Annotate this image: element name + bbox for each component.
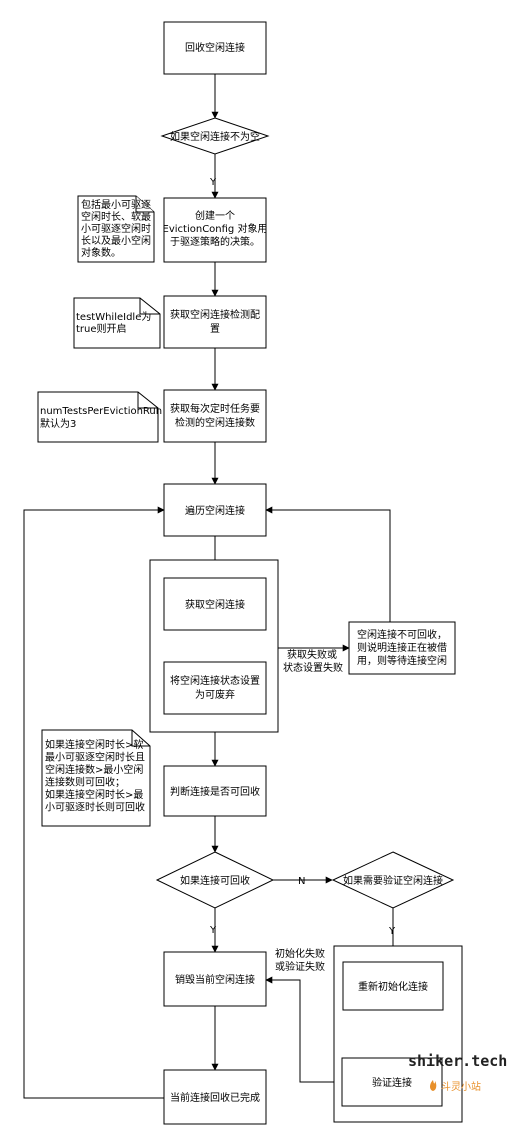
note-eviction-config bbox=[77, 195, 155, 263]
decision-can-recycle bbox=[155, 851, 275, 909]
edge-label-y-idle: Y bbox=[209, 177, 217, 188]
watermark-sub: 斗灵小站 bbox=[441, 1080, 481, 1093]
label-n-get-idle-config: 获取空闲连接检测配置 bbox=[170, 308, 260, 335]
label-d-can-recycle: 如果连接可回收 bbox=[180, 874, 250, 887]
node-recycle-idle bbox=[163, 21, 267, 75]
label-line: 则说明连接正在被借 bbox=[357, 641, 447, 654]
edge-cannot-recycle-to-traverse bbox=[265, 506, 391, 622]
label-n-reinit: 重新初始化连接 bbox=[358, 980, 428, 993]
label-line: 用，则等待连接空闲 bbox=[357, 654, 447, 667]
label-line: 如果连接可回收 bbox=[180, 874, 250, 887]
edge-label-fail-init-1: 初始化失败 bbox=[275, 947, 325, 960]
label-line: 包括最小可驱逐 bbox=[81, 198, 151, 211]
label-line: 重新初始化连接 bbox=[358, 980, 428, 993]
label-n-cannot-recycle: 空闲连接不可回收，则说明连接正在被借用，则等待连接空闲 bbox=[357, 628, 447, 667]
label-line: testWhileIdle为 bbox=[76, 311, 151, 323]
edge-label-y-can-recycle: Y bbox=[209, 925, 217, 936]
edge-validate-fail-to-destroy bbox=[265, 976, 342, 1083]
node-traverse-idle bbox=[163, 483, 267, 537]
label-n-get-idle-conn: 获取空闲连接 bbox=[185, 598, 245, 611]
label-line: 如果需要验证空闲连接 bbox=[343, 874, 443, 887]
node-cannot-recycle bbox=[348, 621, 456, 675]
label-line: 检测的空闲连接数 bbox=[175, 416, 255, 429]
edge-done-loop-to-traverse bbox=[23, 506, 165, 1099]
label-line: 长以及最小空闲 bbox=[81, 234, 151, 247]
label-line: 判断连接是否可回收 bbox=[170, 785, 260, 798]
node-create-eviction-config bbox=[163, 197, 267, 263]
node-get-num-tests bbox=[163, 389, 267, 443]
label-line: 当前连接回收已完成 bbox=[170, 1091, 260, 1104]
node-judge-recyclable bbox=[163, 765, 267, 817]
label-line: true则开启 bbox=[76, 322, 127, 335]
label-line: 验证连接 bbox=[372, 1076, 412, 1089]
label-line: 获取每次定时任务要 bbox=[170, 402, 260, 415]
label-line: 如果空闲连接不为空 bbox=[170, 130, 260, 143]
label-d-idle-not-empty: 如果空闲连接不为空 bbox=[170, 130, 260, 143]
label-n-recycle: 回收空闲连接 bbox=[185, 41, 245, 54]
label-line: 空闲连接不可回收， bbox=[357, 628, 447, 641]
label-line: 连接数则可回收； bbox=[45, 776, 125, 789]
flame-icon bbox=[430, 1080, 437, 1091]
edge-label-fail-init-2: 或验证失败 bbox=[275, 960, 325, 973]
label-line: 小可驱逐空闲时 bbox=[81, 222, 151, 235]
node-get-idle-config bbox=[163, 295, 267, 349]
label-line: 如果连接空闲时长>最 bbox=[45, 788, 143, 801]
label-n-validate: 验证连接 bbox=[372, 1076, 412, 1089]
edge-label-fail-get-set-2: 状态设置失败 bbox=[283, 661, 343, 674]
label-line: 获取空闲连接检测配 bbox=[170, 308, 260, 321]
decision-need-validate bbox=[331, 851, 455, 909]
node-reinit-conn bbox=[342, 961, 444, 1011]
label-line: 如果连接空闲时长>软 bbox=[45, 738, 143, 751]
note-num-tests bbox=[37, 391, 159, 443]
label-line: 空闲时长、软最 bbox=[81, 210, 151, 223]
node-destroy-conn bbox=[163, 951, 267, 1007]
watermark-site: shiker.tech bbox=[408, 1052, 507, 1070]
label-line: 回收空闲连接 bbox=[185, 41, 245, 54]
note-recycle-rule bbox=[41, 729, 151, 827]
label-n-judge: 判断连接是否可回收 bbox=[170, 785, 260, 798]
label-n-get-num-tests: 获取每次定时任务要检测的空闲连接数 bbox=[170, 402, 260, 429]
node-recycle-done bbox=[163, 1069, 267, 1125]
label-n-destroy: 销毁当前空闲连接 bbox=[175, 973, 255, 986]
edge-label-y-need-validate: Y bbox=[388, 926, 396, 937]
node-get-idle-conn bbox=[163, 577, 267, 631]
label-line: 小可驱逐时长则可回收 bbox=[45, 801, 145, 814]
label-line: 默认为3 bbox=[40, 417, 76, 430]
label-line: 置 bbox=[210, 323, 220, 335]
label-n-traverse: 遍历空闲连接 bbox=[185, 504, 245, 517]
label-line: numTestsPerEvictionRun bbox=[40, 406, 162, 417]
node-validate-conn bbox=[341, 1057, 443, 1107]
label-note-recycle-rule: 如果连接空闲时长>软最小可驱逐空闲时长且空闲连接数>最小空闲连接数则可回收；如果… bbox=[45, 738, 145, 814]
label-line: 创建一个 bbox=[195, 209, 235, 222]
label-line: 于驱逐策略的决策。 bbox=[170, 235, 260, 248]
node-set-abandon-state bbox=[163, 661, 267, 715]
label-note-eviction-config: 包括最小可驱逐空闲时长、软最小可驱逐空闲时长以及最小空闲对象数。 bbox=[81, 198, 151, 259]
label-line: EvictionConfig 对象用 bbox=[163, 222, 268, 235]
decision-idle-not-empty bbox=[160, 117, 270, 155]
label-line: 获取空闲连接 bbox=[185, 598, 245, 611]
label-line: 销毁当前空闲连接 bbox=[175, 973, 255, 986]
annotation-notes bbox=[37, 195, 161, 827]
note-test-while-idle bbox=[73, 297, 161, 349]
label-line: 遍历空闲连接 bbox=[185, 504, 245, 517]
label-n-set-state: 将空闲连接状态设置为可废弃 bbox=[170, 674, 260, 701]
label-d-need-validate: 如果需要验证空闲连接 bbox=[343, 874, 443, 887]
label-line: 对象数。 bbox=[81, 246, 121, 259]
edge-label-fail-get-set-1: 获取失败或 bbox=[287, 648, 337, 661]
label-n-done: 当前连接回收已完成 bbox=[170, 1091, 260, 1104]
label-line: 将空闲连接状态设置 bbox=[170, 674, 260, 687]
edge-label-n: N bbox=[298, 876, 305, 887]
process-nodes bbox=[155, 21, 456, 1125]
label-line: 空闲连接数>最小空闲 bbox=[45, 763, 143, 776]
label-line: 最小可驱逐空闲时长且 bbox=[45, 751, 145, 764]
label-line: 为可废弃 bbox=[195, 688, 235, 701]
